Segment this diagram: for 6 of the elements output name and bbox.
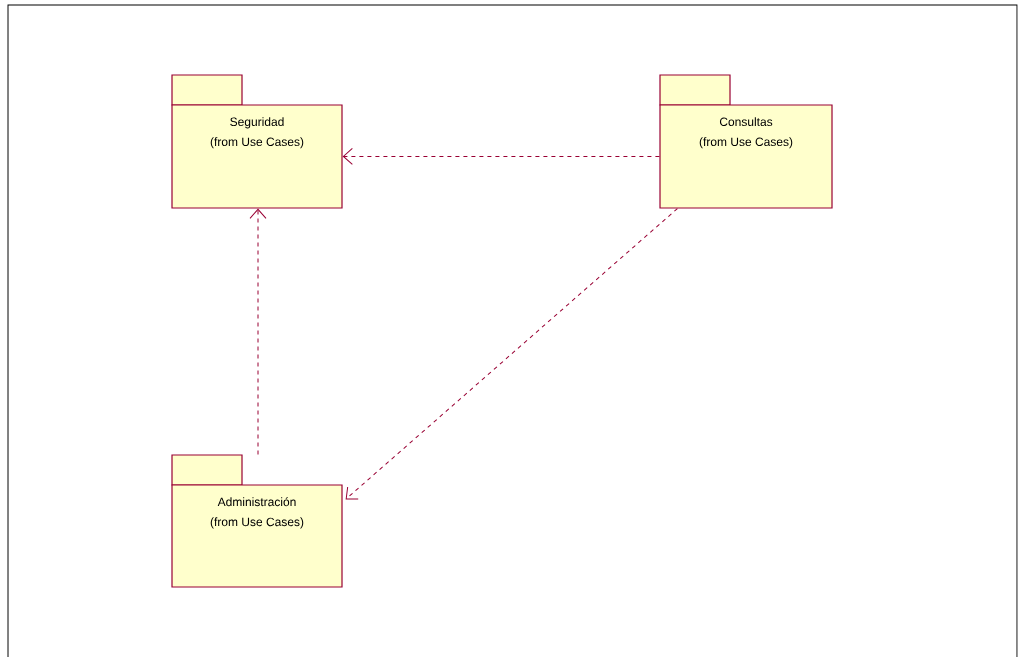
package-box: Consultas (from Use Cases) <box>659 74 833 209</box>
dependency-arrow <box>345 208 678 500</box>
package-box: Seguridad (from Use Cases) <box>171 74 343 209</box>
dependency-arrow <box>342 148 660 165</box>
dependency-arrow <box>249 208 267 455</box>
package-box: Administración (from Use Cases) <box>171 454 343 588</box>
